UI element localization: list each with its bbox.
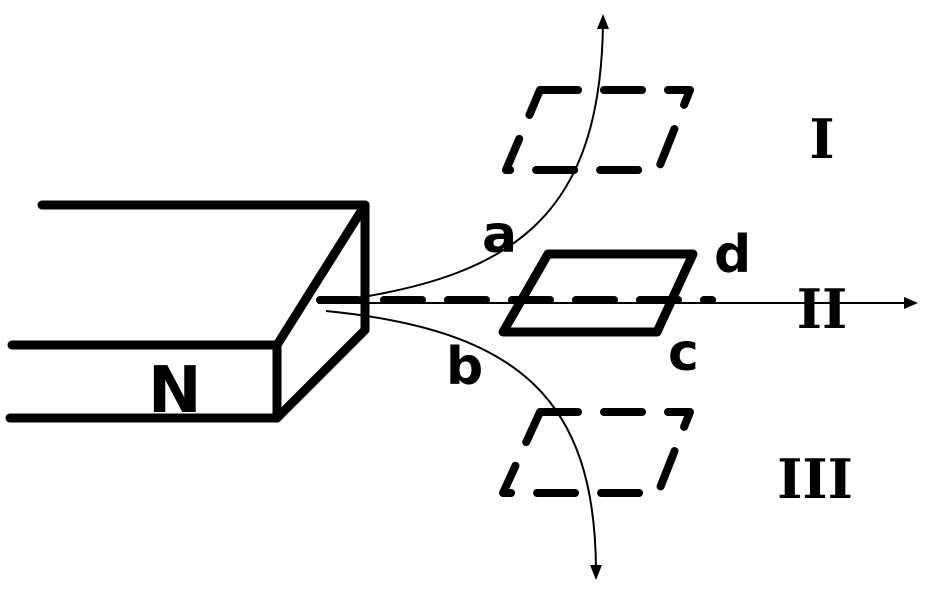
bar-magnet xyxy=(5,200,370,423)
coil-position-upper xyxy=(502,86,694,174)
field-line-lower-arrow xyxy=(590,565,602,580)
field-line-upper xyxy=(342,24,604,301)
position-label-middle: II xyxy=(797,277,848,341)
field-line-upper-arrow xyxy=(597,14,609,29)
magnet-top-face-diagonal xyxy=(272,200,370,350)
coil-position-lower xyxy=(499,408,694,497)
corner-label-d: d xyxy=(714,225,751,285)
magnet-bottom-diagonal xyxy=(272,325,370,423)
corner-label-a: a xyxy=(482,205,517,265)
field-line-horizontal-arrow xyxy=(904,297,918,309)
position-label-lower: III xyxy=(777,447,853,511)
position-label-upper: I xyxy=(809,107,834,171)
corner-label-c: c xyxy=(668,323,699,383)
north-pole-label: N xyxy=(148,354,202,428)
corner-label-b: b xyxy=(446,337,483,397)
coil-abcd xyxy=(498,249,698,337)
field-line-lower xyxy=(325,310,597,571)
